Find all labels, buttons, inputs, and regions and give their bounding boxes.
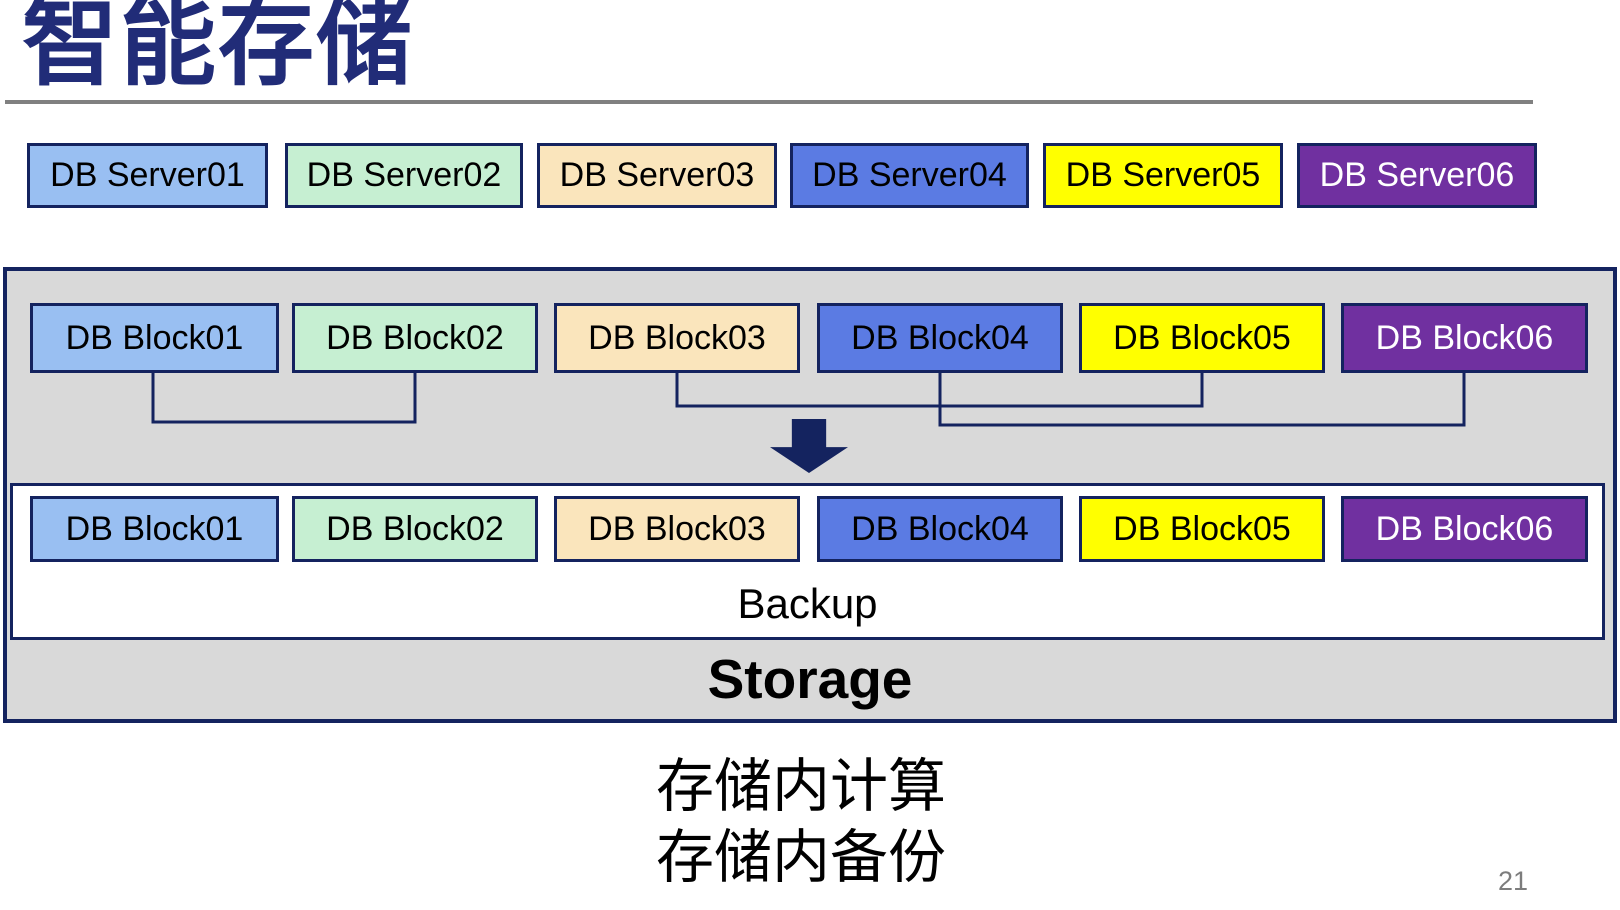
db-server05-box: DB Server05 [1043, 143, 1283, 208]
db-block01-top-box: DB Block01 [30, 303, 279, 373]
db-server04-box: DB Server04 [790, 143, 1029, 208]
backup-label: Backup [737, 580, 878, 627]
title-divider [5, 100, 1533, 104]
db-block06-top-box: DB Block06 [1341, 303, 1588, 373]
db-block04-bottom-box: DB Block04 [817, 496, 1063, 562]
db-server01-box: DB Server01 [27, 143, 268, 208]
db-block03-bottom-box: DB Block03 [554, 496, 800, 562]
caption-block: 存储内计算 存储内备份 [656, 752, 946, 894]
db-block04-top-box: DB Block04 [817, 303, 1063, 373]
db-block02-top-box: DB Block02 [292, 303, 538, 373]
db-server03-box: DB Server03 [537, 143, 777, 208]
db-server06-box: DB Server06 [1297, 143, 1537, 208]
storage-container: DB Block01 DB Block02 DB Block03 DB Bloc… [3, 267, 1617, 723]
db-server02-box: DB Server02 [285, 143, 523, 208]
db-block05-bottom-box: DB Block05 [1079, 496, 1325, 562]
db-block01-bottom-box: DB Block01 [30, 496, 279, 562]
db-block06-bottom-box: DB Block06 [1341, 496, 1588, 562]
db-block02-bottom-box: DB Block02 [292, 496, 538, 562]
caption-line-1: 存储内计算 [656, 754, 947, 819]
page-number: 21 [1498, 866, 1529, 896]
backup-container: DB Block01 DB Block02 DB Block03 DB Bloc… [10, 483, 1605, 640]
slide-title: 智能存储 [22, 0, 414, 97]
db-block05-top-box: DB Block05 [1079, 303, 1325, 373]
caption-line-2: 存储内备份 [656, 824, 947, 890]
db-block03-top-box: DB Block03 [554, 303, 800, 373]
down-arrow-icon [770, 419, 848, 473]
storage-label: Storage [707, 648, 913, 710]
